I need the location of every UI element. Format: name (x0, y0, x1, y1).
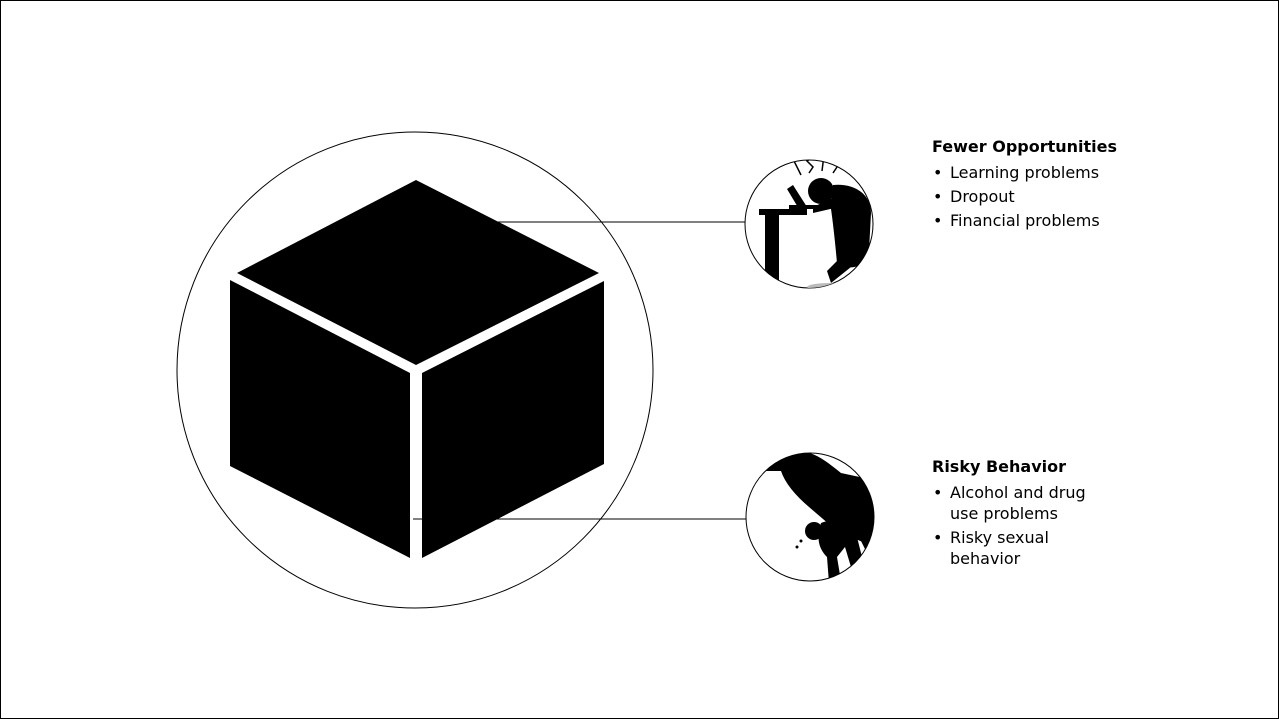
person-carrying-bottle-icon (746, 441, 888, 583)
risky-behavior-list: Alcohol and drug use problems Risky sexu… (932, 482, 1112, 569)
list-item: Risky sexual behavior (932, 527, 1112, 569)
fewer-opportunities-block: Fewer Opportunities Learning problems Dr… (932, 137, 1192, 234)
risky-behavior-heading: Risky Behavior (932, 457, 1112, 477)
fewer-opportunities-list: Learning problems Dropout Financial prob… (932, 162, 1192, 231)
svg-text:#: # (819, 138, 830, 153)
list-item: Alcohol and drug use problems (932, 482, 1112, 524)
list-item: Learning problems (932, 162, 1192, 183)
list-item: Financial problems (932, 210, 1192, 231)
fewer-opportunities-heading: Fewer Opportunities (932, 137, 1192, 157)
cube-icon (230, 180, 604, 558)
frustrated-student-at-desk-icon: # (745, 138, 905, 295)
risky-behavior-block: Risky Behavior Alcohol and drug use prob… (932, 457, 1112, 572)
list-item: Dropout (932, 186, 1192, 207)
